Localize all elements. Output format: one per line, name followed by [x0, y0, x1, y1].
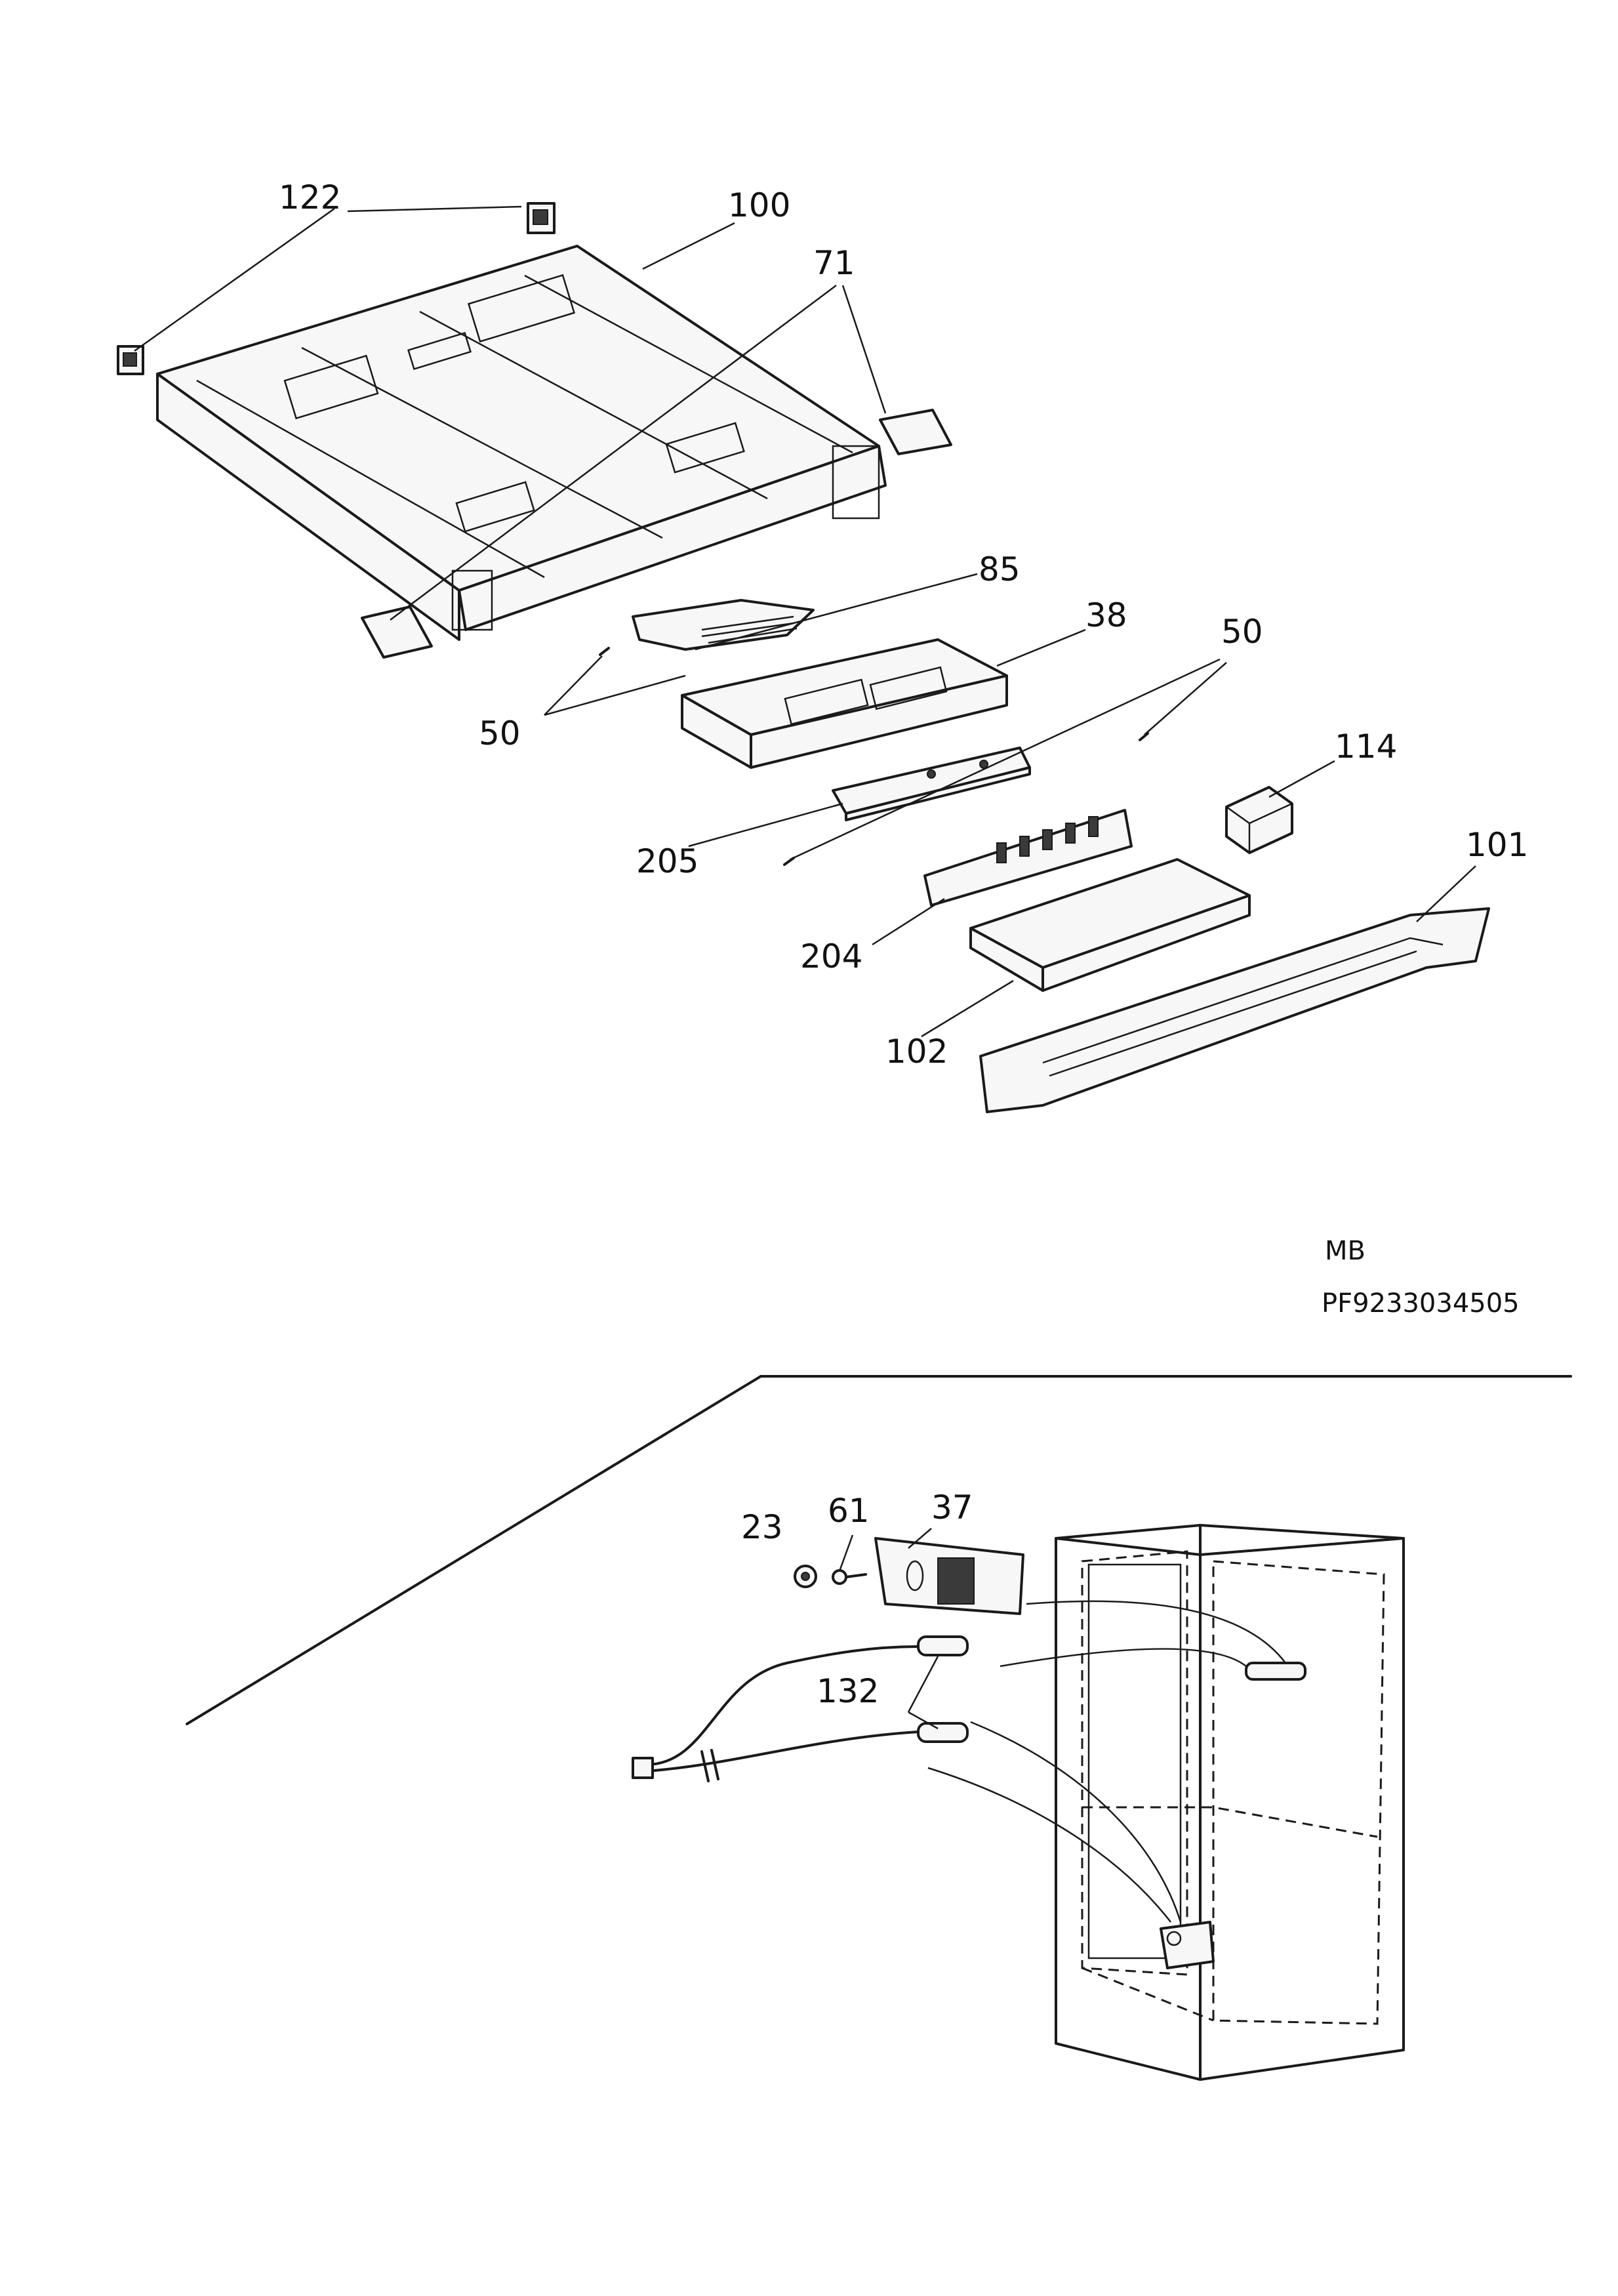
part-100-top-tray [156, 245, 887, 641]
callout-23: 23 [741, 1508, 783, 1546]
callout-101: 101 [1466, 826, 1528, 864]
callout-61: 61 [828, 1492, 870, 1530]
part-85-bracket [632, 599, 815, 651]
part-50-pin-left [599, 647, 610, 656]
model-label: MB [1325, 1236, 1365, 1266]
callout-205: 205 [636, 842, 698, 880]
part-122-clip-right [527, 202, 556, 234]
part-50-pin-mid [1139, 732, 1149, 741]
callout-85: 85 [979, 550, 1021, 588]
part-122-clip-left [117, 345, 144, 375]
callout-71: 71 [813, 244, 855, 282]
part-102-tray [969, 858, 1251, 992]
part-114-module [1225, 786, 1293, 854]
part-23-knob [794, 1565, 817, 1588]
mount-upper [1245, 1662, 1306, 1681]
part-101-fascia [979, 907, 1490, 1113]
part-number: PF9233034505 [1322, 1288, 1520, 1319]
callout-38: 38 [1085, 596, 1127, 634]
assembly-arrows [927, 1600, 1286, 1923]
part-37-cover [874, 1537, 1024, 1615]
mount-lower [1160, 1921, 1215, 1969]
part-38-frame [681, 638, 1008, 769]
callout-122: 122 [279, 178, 341, 216]
callout-50-right: 50 [1221, 613, 1263, 651]
callout-102: 102 [885, 1033, 948, 1071]
part-132-sensor-cable [632, 1635, 969, 1782]
callout-100: 100 [728, 186, 790, 224]
callout-37: 37 [931, 1488, 973, 1527]
part-204-control-board [923, 809, 1133, 907]
leader-lines-upper [134, 205, 1476, 1038]
callout-114: 114 [1335, 728, 1397, 766]
part-71-cover-right [879, 409, 952, 455]
callout-132: 132 [817, 1672, 879, 1710]
callout-50-left: 50 [479, 714, 521, 752]
leader-lines-lower [838, 1528, 939, 1730]
section-divider [186, 1375, 1572, 1725]
callout-204: 204 [800, 937, 862, 975]
cabinet-outline [1055, 1524, 1405, 2081]
part-61-screw [832, 1569, 867, 1585]
part-205-pcb [832, 747, 1031, 821]
part-71-cover-left [361, 605, 433, 659]
